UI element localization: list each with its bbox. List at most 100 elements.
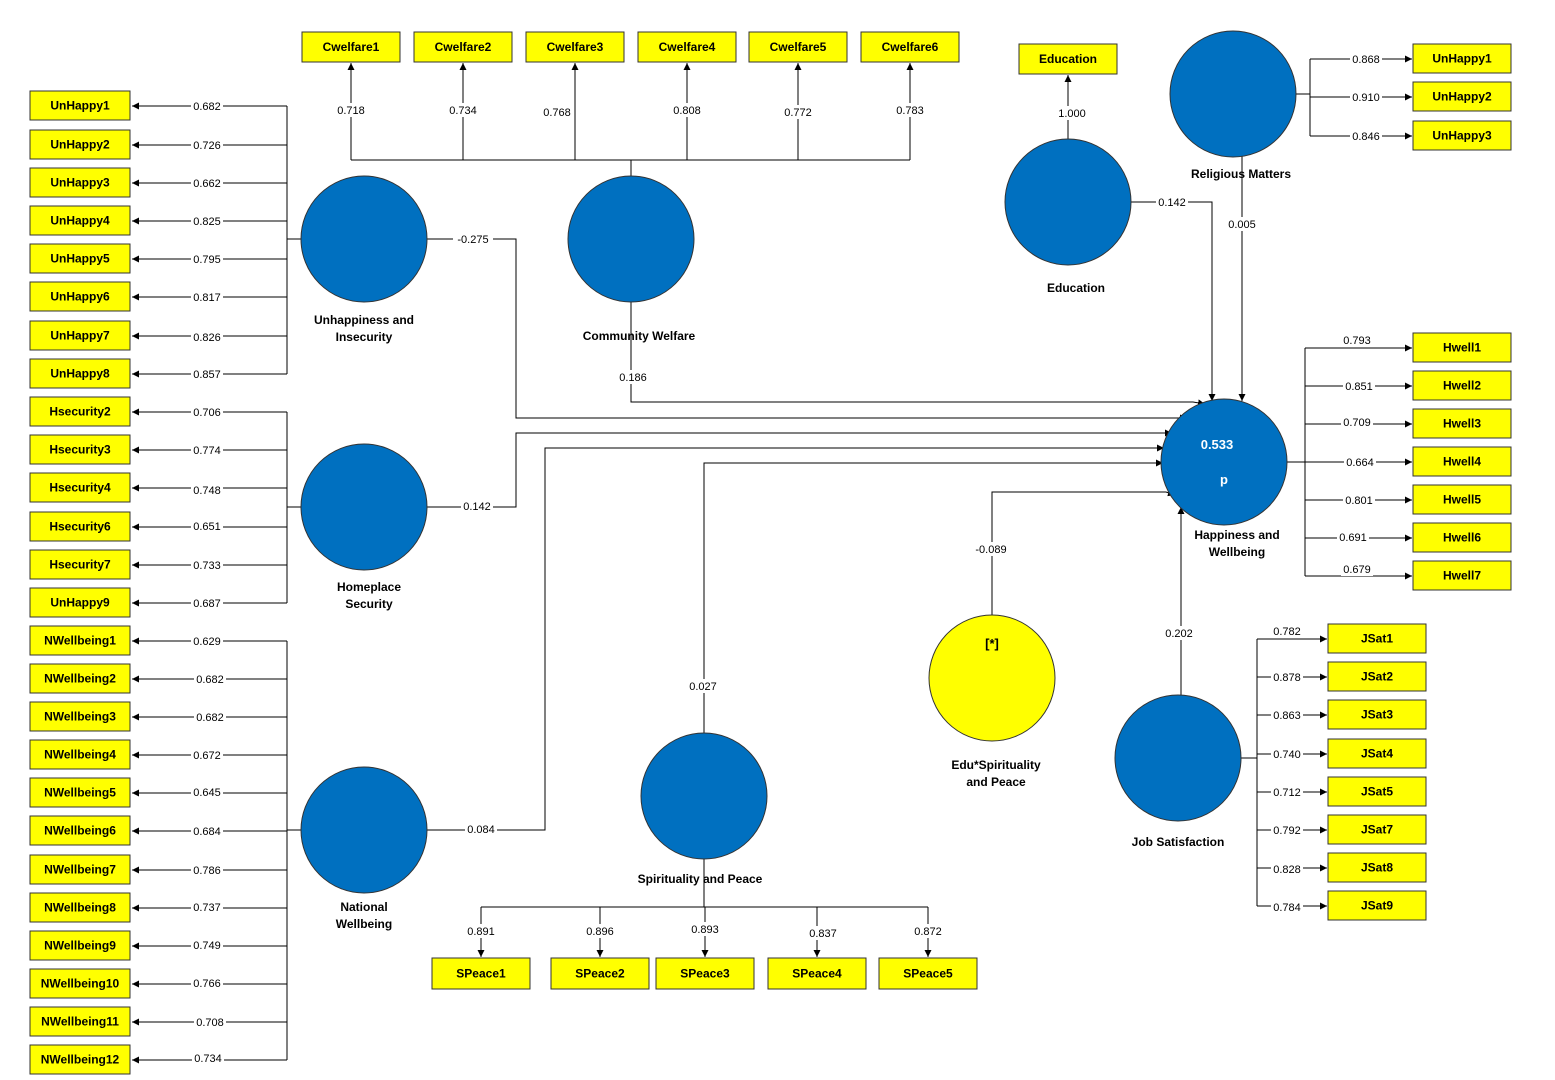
latent-interaction[interactable] bbox=[928, 614, 1056, 742]
indicator-cwelfare2-community[interactable]: Cwelfare2 bbox=[413, 31, 513, 63]
indicator-hsecurity7-homeplace[interactable]: Hsecurity7 bbox=[29, 549, 131, 580]
latent-community[interactable] bbox=[567, 175, 695, 303]
indicator-hsecurity2-homeplace[interactable]: Hsecurity2 bbox=[29, 396, 131, 427]
latent-homeplace[interactable] bbox=[300, 443, 428, 571]
indicator-unhappy8-unhappiness[interactable]: UnHappy8 bbox=[29, 358, 131, 389]
loading-speace2-spirituality-bg bbox=[584, 924, 616, 938]
indicator-jsat3-job-box bbox=[1327, 699, 1427, 730]
indicator-jsat7-job[interactable]: JSat7 bbox=[1327, 814, 1427, 845]
loading-nwellbeing8-national: 0.737 bbox=[193, 902, 221, 914]
indicator-jsat4-job[interactable]: JSat4 bbox=[1327, 738, 1427, 769]
indicator-jsat5-job-box bbox=[1327, 776, 1427, 807]
loading-nwellbeing11-national-bg bbox=[194, 1015, 226, 1029]
indicator-speace4-spirituality-label: SPeace4 bbox=[792, 967, 842, 981]
indicator-nwellbeing3-national[interactable]: NWellbeing3 bbox=[29, 701, 131, 732]
indicator-jsat2-job[interactable]: JSat2 bbox=[1327, 661, 1427, 692]
indicator-nwellbeing11-national[interactable]: NWellbeing11 bbox=[29, 1006, 131, 1037]
indicator-hwell4-happiness[interactable]: Hwell4 bbox=[1412, 446, 1512, 477]
indicator-cwelfare6-community-box bbox=[860, 31, 960, 63]
indicator-jsat1-job[interactable]: JSat1 bbox=[1327, 623, 1427, 654]
indicator-jsat5-job[interactable]: JSat5 bbox=[1327, 776, 1427, 807]
latent-spirituality[interactable] bbox=[640, 732, 768, 860]
loading-speace4-spirituality-bg bbox=[807, 926, 839, 940]
latent-education[interactable] bbox=[1004, 138, 1132, 266]
indicator-hsecurity4-homeplace-label: Hsecurity4 bbox=[49, 481, 111, 495]
indicator-unhappy5-unhappiness[interactable]: UnHappy5 bbox=[29, 243, 131, 274]
indicator-hwell2-happiness[interactable]: Hwell2 bbox=[1412, 370, 1512, 401]
indicator-unhappy1-religious[interactable]: UnHappy1 bbox=[1412, 43, 1512, 74]
indicator-cwelfare6-community[interactable]: Cwelfare6 bbox=[860, 31, 960, 63]
indicator-cwelfare4-community[interactable]: Cwelfare4 bbox=[637, 31, 737, 63]
indicator-nwellbeing9-national[interactable]: NWellbeing9 bbox=[29, 930, 131, 961]
loading-cwelfare4-community: 0.808 bbox=[673, 105, 701, 117]
indicator-nwellbeing1-national[interactable]: NWellbeing1 bbox=[29, 625, 131, 656]
indicator-hsecurity4-homeplace[interactable]: Hsecurity4 bbox=[29, 472, 131, 503]
indicator-cwelfare5-community[interactable]: Cwelfare5 bbox=[748, 31, 848, 63]
indicator-cwelfare3-community[interactable]: Cwelfare3 bbox=[525, 31, 625, 63]
indicator-hwell4-happiness-box bbox=[1412, 446, 1512, 477]
indicator-jsat9-job[interactable]: JSat9 bbox=[1327, 890, 1427, 921]
loading-unhappy3-unhappiness-bg bbox=[191, 176, 223, 190]
loading-speace1-spirituality: 0.891 bbox=[467, 926, 495, 938]
indicator-nwellbeing8-national[interactable]: NWellbeing8 bbox=[29, 892, 131, 923]
indicator-hwell7-happiness[interactable]: Hwell7 bbox=[1412, 560, 1512, 591]
indicator-unhappy4-unhappiness[interactable]: UnHappy4 bbox=[29, 205, 131, 236]
indicator-jsat3-job[interactable]: JSat3 bbox=[1327, 699, 1427, 730]
indicator-unhappy3-unhappiness[interactable]: UnHappy3 bbox=[29, 167, 131, 198]
latent-homeplace-label-1: Homeplace bbox=[337, 580, 401, 594]
indicator-jsat9-job-label: JSat9 bbox=[1361, 899, 1393, 913]
latent-religious[interactable] bbox=[1169, 30, 1297, 158]
path-coef-community: 0.186 bbox=[619, 372, 647, 384]
indicator-unhappy3-religious-box bbox=[1412, 120, 1512, 151]
indicator-hwell2-happiness-label: Hwell2 bbox=[1443, 379, 1481, 393]
indicator-unhappy2-religious[interactable]: UnHappy2 bbox=[1412, 81, 1512, 112]
latent-happiness[interactable] bbox=[1160, 398, 1288, 526]
indicator-hsecurity6-homeplace[interactable]: Hsecurity6 bbox=[29, 511, 131, 542]
indicator-hwell5-happiness[interactable]: Hwell5 bbox=[1412, 484, 1512, 515]
path-coef-national: 0.084 bbox=[467, 824, 495, 836]
indicator-speace5-spirituality-box bbox=[878, 957, 978, 990]
indicator-hwell1-happiness[interactable]: Hwell1 bbox=[1412, 332, 1512, 363]
indicator-jsat8-job[interactable]: JSat8 bbox=[1327, 852, 1427, 883]
latent-national[interactable] bbox=[300, 766, 428, 894]
indicator-speace4-spirituality[interactable]: SPeace4 bbox=[767, 957, 867, 990]
indicator-hwell5-happiness-label: Hwell5 bbox=[1443, 493, 1481, 507]
indicator-speace5-spirituality[interactable]: SPeace5 bbox=[878, 957, 978, 990]
path-coef-unhappiness-bg bbox=[453, 232, 493, 246]
latent-unhappiness[interactable] bbox=[300, 175, 428, 303]
loading-nwellbeing12-national: 0.734 bbox=[194, 1053, 222, 1065]
indicator-unhappy9-homeplace[interactable]: UnHappy9 bbox=[29, 587, 131, 618]
indicator-nwellbeing4-national[interactable]: NWellbeing4 bbox=[29, 739, 131, 770]
indicator-education-education[interactable]: Education bbox=[1018, 43, 1118, 75]
indicator-speace2-spirituality[interactable]: SPeace2 bbox=[550, 957, 650, 990]
latent-happiness-r2: 0.533 bbox=[1201, 437, 1234, 452]
indicator-cwelfare6-community-label: Cwelfare6 bbox=[882, 40, 939, 54]
indicator-unhappy1-unhappiness[interactable]: UnHappy1 bbox=[29, 90, 131, 121]
loading-cwelfare5-community: 0.772 bbox=[784, 107, 812, 119]
path-interaction-to-happiness bbox=[991, 489, 1176, 615]
indicator-hwell6-happiness[interactable]: Hwell6 bbox=[1412, 522, 1512, 553]
latent-job-label-1: Job Satisfaction bbox=[1132, 835, 1225, 849]
path-spirituality-to-happiness bbox=[703, 459, 1163, 733]
latent-interaction-inner: [*] bbox=[985, 636, 999, 651]
latent-job[interactable] bbox=[1114, 694, 1242, 822]
indicator-speace1-spirituality[interactable]: SPeace1 bbox=[431, 957, 531, 990]
indicator-unhappy2-unhappiness[interactable]: UnHappy2 bbox=[29, 129, 131, 160]
indicator-nwellbeing7-national[interactable]: NWellbeing7 bbox=[29, 854, 131, 885]
indicator-nwellbeing10-national[interactable]: NWellbeing10 bbox=[29, 968, 131, 999]
indicator-unhappy3-religious[interactable]: UnHappy3 bbox=[1412, 120, 1512, 151]
indicator-nwellbeing12-national[interactable]: NWellbeing12 bbox=[29, 1044, 131, 1075]
indicator-cwelfare1-community[interactable]: Cwelfare1 bbox=[301, 31, 401, 63]
indicator-nwellbeing2-national-box bbox=[29, 663, 131, 694]
indicator-unhappy7-unhappiness[interactable]: UnHappy7 bbox=[29, 320, 131, 351]
indicator-unhappy4-unhappiness-box bbox=[29, 205, 131, 236]
indicator-hwell6-happiness-label: Hwell6 bbox=[1443, 531, 1481, 545]
indicator-speace3-spirituality[interactable]: SPeace3 bbox=[655, 957, 755, 990]
indicator-nwellbeing2-national[interactable]: NWellbeing2 bbox=[29, 663, 131, 694]
indicator-nwellbeing5-national[interactable]: NWellbeing5 bbox=[29, 777, 131, 808]
indicator-nwellbeing6-national[interactable]: NWellbeing6 bbox=[29, 815, 131, 846]
indicator-unhappy6-unhappiness[interactable]: UnHappy6 bbox=[29, 281, 131, 312]
indicator-hsecurity3-homeplace[interactable]: Hsecurity3 bbox=[29, 434, 131, 465]
indicator-hwell3-happiness[interactable]: Hwell3 bbox=[1412, 408, 1512, 439]
path-national-to-happiness bbox=[427, 444, 1164, 831]
